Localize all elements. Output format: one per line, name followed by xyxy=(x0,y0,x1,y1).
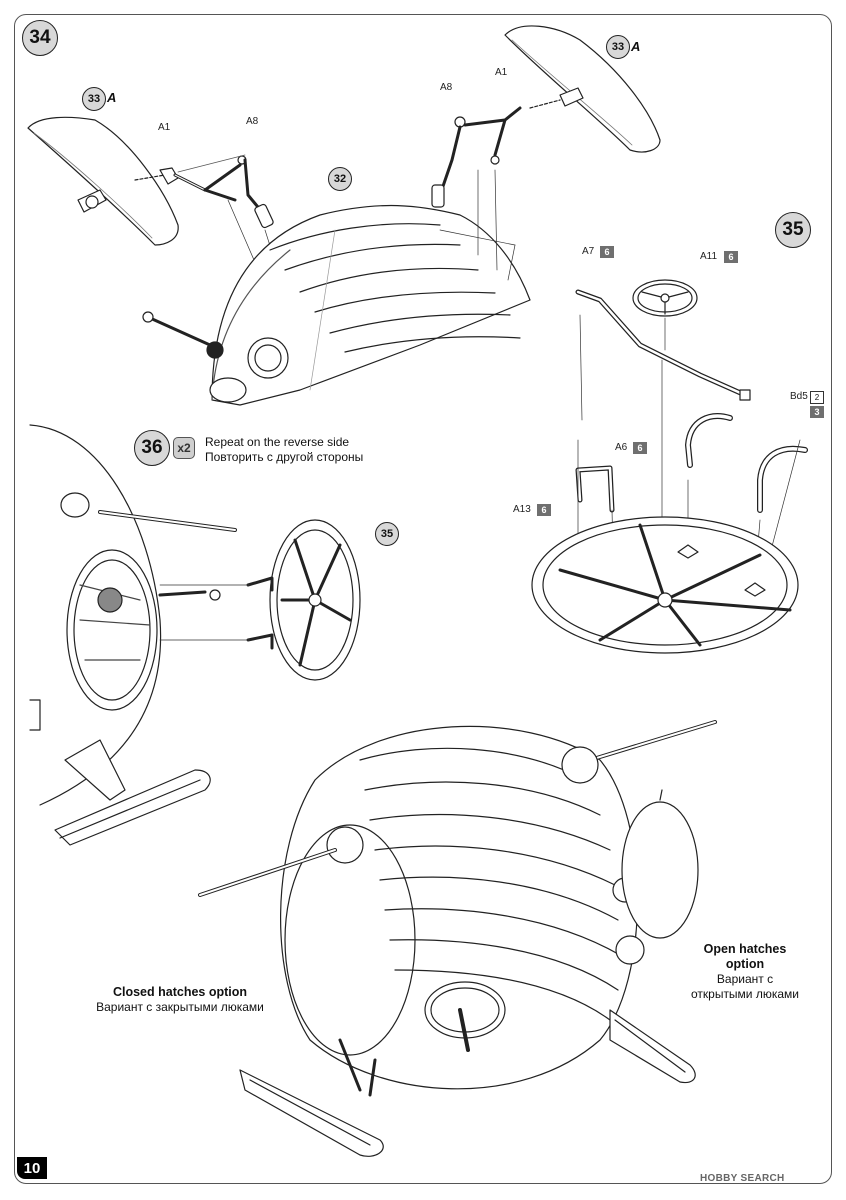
ref-35-wheel: 35 xyxy=(375,522,399,546)
closed-hatches-en: Closed hatches option xyxy=(112,985,248,999)
step-35-number: 35 xyxy=(782,219,804,240)
ref-35-number: 35 xyxy=(380,528,394,540)
part-label-a11: A11 xyxy=(700,251,718,262)
final-assembly xyxy=(198,720,717,1157)
step-35-badge: 35 xyxy=(775,212,811,248)
closed-hatches-ru: Вариант с закрытыми люками xyxy=(96,1000,264,1014)
step35-disc xyxy=(531,516,799,654)
step-34-number: 34 xyxy=(29,27,51,48)
watermark: HOBBY SEARCH xyxy=(700,1173,785,1184)
ref-33-right: 33 xyxy=(606,35,630,59)
part-qty-a11: 6 xyxy=(724,251,738,263)
ref-32-number: 32 xyxy=(333,173,347,185)
ref-33-left-number: 33 xyxy=(87,93,101,105)
step34-body-shell xyxy=(142,204,531,406)
open-hatches-ru-2: открытыми люками xyxy=(690,987,799,1001)
open-hatches-en-1: Open hatches xyxy=(703,942,787,956)
ref-33-right-letter: A xyxy=(631,39,641,54)
repeat-note-ru: Повторить с другой стороны xyxy=(205,450,364,464)
step-36-multiplier: x2 xyxy=(173,437,195,459)
step-34-badge: 34 xyxy=(22,20,58,56)
part-label-a1-left: A1 xyxy=(158,122,171,133)
page-number: 10 xyxy=(17,1157,47,1179)
open-hatches-caption: Open hatches option Вариант с открытыми … xyxy=(680,942,810,1002)
part-label-a8-right: A8 xyxy=(440,82,453,93)
repeat-note: Repeat on the reverse side Повторить с д… xyxy=(205,435,363,465)
open-hatches-ru-1: Вариант с xyxy=(716,972,774,986)
open-hatches-en-2: option xyxy=(725,957,765,971)
page-frame xyxy=(14,14,832,1184)
part-qty-a7: 6 xyxy=(600,246,614,258)
part-label-a6: A6 xyxy=(615,442,628,453)
step36-body xyxy=(29,424,237,806)
ref-33-left-letter: A xyxy=(107,90,117,105)
step34-left-flap xyxy=(27,116,179,246)
part-qty-bd5: 3 xyxy=(810,406,824,418)
step36-ski xyxy=(54,739,211,846)
step34-right-flap xyxy=(504,25,661,153)
part-label-bd5: Bd5 xyxy=(790,391,808,402)
step-36-number: 36 xyxy=(141,437,163,458)
ref-32-body: 32 xyxy=(328,167,352,191)
part-label-a7: A7 xyxy=(582,246,595,257)
closed-hatches-caption: Closed hatches option Вариант с закрытым… xyxy=(85,985,275,1015)
part-qty-a13: 6 xyxy=(537,504,551,516)
repeat-note-en: Repeat on the reverse side xyxy=(205,435,350,449)
part-qty-bd5-small: 2 xyxy=(810,391,824,404)
ref-33-right-number: 33 xyxy=(611,41,625,53)
step35-brackets xyxy=(575,413,808,641)
part-label-a13: A13 xyxy=(513,504,531,515)
ref-33-left: 33 xyxy=(82,87,106,111)
part-label-a8-left: A8 xyxy=(246,116,259,127)
step36-wheel xyxy=(159,519,361,681)
step35-steering-wheel xyxy=(632,279,698,351)
part-label-a1-right: A1 xyxy=(495,67,508,78)
part-qty-a6: 6 xyxy=(633,442,647,454)
step34-right-linkage xyxy=(431,99,561,281)
step-36-badge: 36 xyxy=(134,430,170,466)
